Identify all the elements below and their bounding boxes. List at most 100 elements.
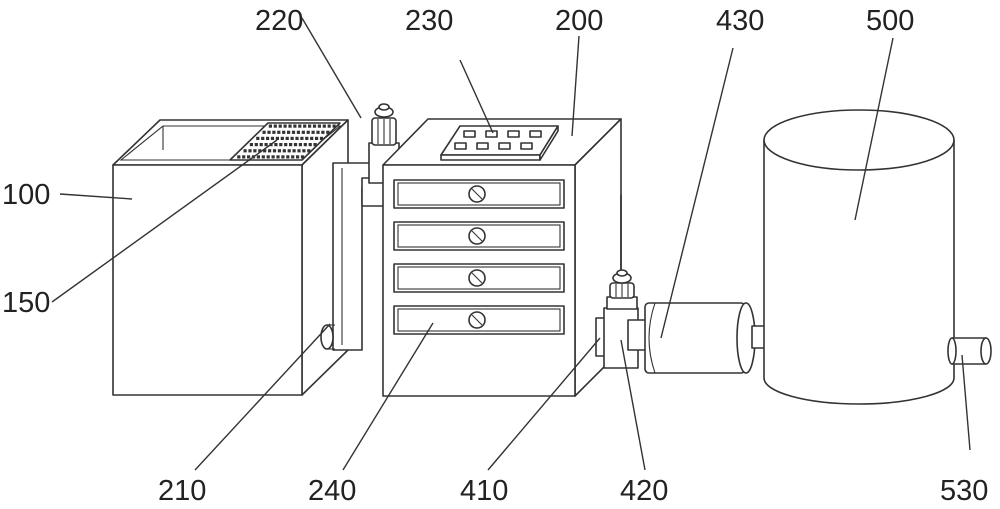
tank-100 — [112, 119, 349, 396]
grid-hole — [305, 136, 309, 140]
grid-hole — [279, 143, 283, 147]
grid-hole — [303, 124, 307, 128]
panel-button — [454, 142, 467, 150]
knob-slot — [471, 314, 483, 326]
grid-hole — [295, 136, 299, 140]
control-panel-230 — [440, 125, 559, 161]
panel-button — [520, 142, 533, 150]
label-100: 100 — [2, 179, 50, 211]
grid-hole — [249, 143, 253, 147]
grid-hole — [248, 149, 252, 153]
grid-hole — [322, 124, 326, 128]
grid-hole — [306, 130, 310, 134]
grid-hole — [272, 130, 276, 134]
panel-button — [529, 130, 542, 138]
grid-hole — [273, 124, 277, 128]
grid-hole — [243, 149, 247, 153]
label-220: 220 — [255, 5, 303, 37]
drawer-inset — [397, 224, 561, 248]
grid-hole — [276, 155, 280, 159]
grid-hole — [256, 155, 260, 159]
grid-hole — [283, 124, 287, 128]
grid-hole — [263, 149, 267, 153]
grid-hole — [293, 143, 298, 147]
label-230: 230 — [405, 5, 453, 37]
grid-hole — [301, 130, 305, 134]
grid-hole — [247, 155, 251, 159]
grid-hole — [298, 143, 302, 147]
leader-lines — [51, 17, 971, 471]
label-150: 150 — [2, 287, 50, 319]
grid-hole — [326, 130, 330, 134]
grid-hole — [300, 155, 305, 159]
filter-430 — [644, 302, 767, 374]
drawer-inset — [397, 266, 561, 290]
filter-grid-150 — [229, 122, 341, 161]
label-240: 240 — [308, 475, 356, 507]
grid-hole — [268, 124, 272, 128]
grid-hole — [310, 136, 314, 140]
grid-hole — [312, 124, 317, 128]
grid-hole — [267, 130, 271, 134]
label-430: 430 — [716, 5, 764, 37]
grid-hole — [282, 149, 286, 153]
panel-button — [485, 130, 498, 138]
grid-hole — [291, 130, 296, 134]
grid-hole — [285, 136, 289, 140]
grid-hole — [302, 149, 306, 153]
drawer-inset — [397, 308, 561, 332]
panel-button — [476, 142, 489, 150]
grid-hole — [288, 124, 292, 128]
grid-hole — [286, 155, 290, 159]
label-200: 200 — [555, 5, 603, 37]
grid-hole — [289, 143, 293, 147]
outlet-530 — [947, 337, 992, 365]
grid-hole — [268, 149, 272, 153]
grid-hole — [278, 124, 282, 128]
grid-hole — [303, 143, 307, 147]
grid-hole — [332, 124, 336, 128]
grid-hole — [290, 136, 294, 140]
knob-slot — [471, 230, 483, 242]
grid-hole — [327, 124, 331, 128]
panel-button — [463, 130, 476, 138]
grid-hole — [282, 130, 286, 134]
grid-hole — [253, 149, 257, 153]
grid-hole — [256, 136, 260, 140]
grid-hole — [266, 136, 270, 140]
grid-hole — [291, 155, 295, 159]
grid-hole — [313, 143, 317, 147]
grid-hole — [264, 143, 268, 147]
grid-hole — [296, 130, 300, 134]
grid-hole — [254, 143, 258, 147]
labels: 100 150 220 230 200 430 500 210 240 410 … — [2, 5, 988, 507]
grid-hole — [300, 136, 304, 140]
grid-hole — [280, 136, 284, 140]
barrel-500 — [763, 109, 955, 405]
grid-hole — [296, 155, 300, 159]
grid-hole — [266, 155, 270, 159]
grid-hole — [293, 124, 297, 128]
label-210: 210 — [158, 475, 206, 507]
grid-hole — [275, 136, 279, 140]
grid-hole — [308, 143, 312, 147]
grid-hole — [311, 130, 315, 134]
grid-hole — [292, 149, 296, 153]
drawers-240 — [393, 179, 565, 335]
grid-hole — [287, 130, 291, 134]
panel-button — [507, 130, 520, 138]
grid-hole — [237, 155, 241, 159]
grid-hole — [259, 143, 263, 147]
label-420: 420 — [620, 475, 668, 507]
grid-hole — [284, 143, 288, 147]
grid-hole — [242, 155, 246, 159]
label-500: 500 — [866, 5, 914, 37]
grid-hole — [258, 149, 262, 153]
drawer-inset — [397, 182, 561, 206]
grid-hole — [319, 136, 324, 140]
grid-hole — [272, 149, 277, 153]
grid-hole — [307, 149, 311, 153]
grid-hole — [315, 136, 319, 140]
grid-hole — [287, 149, 291, 153]
